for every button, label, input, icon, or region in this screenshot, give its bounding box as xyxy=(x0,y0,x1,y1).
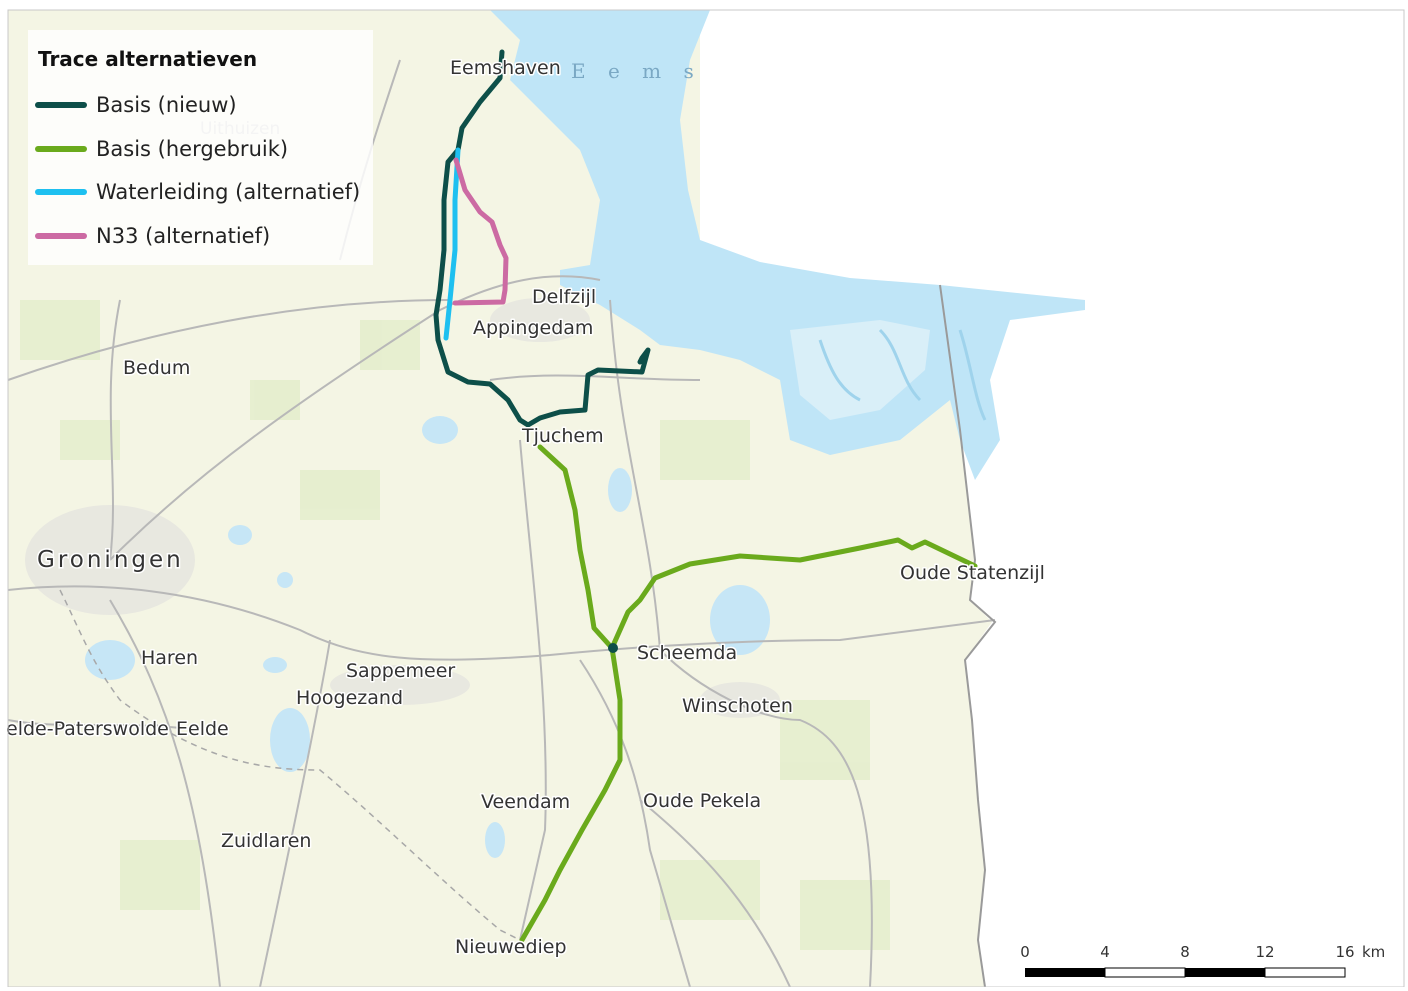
scale-bar: 0 4 8 12 16 km xyxy=(1020,943,1385,978)
country-border xyxy=(939,284,997,988)
route-n33 xyxy=(452,157,509,306)
scale-tick-12: 12 xyxy=(1255,943,1274,961)
place-label-uithuizen: Uithuizen xyxy=(200,119,280,139)
place-label-winschoten: Winschoten xyxy=(682,695,793,717)
agricultural-fields xyxy=(20,300,890,950)
place-label-oude-pekela: Oude Pekela xyxy=(643,790,761,812)
route-waterleiding xyxy=(443,147,461,341)
place-label-veendam: Veendam xyxy=(481,791,570,813)
place-label-tjuchem: Tjuchem xyxy=(521,425,604,447)
road-network xyxy=(7,59,996,988)
scale-tick-16: 16 xyxy=(1335,943,1354,961)
scale-tick-4: 4 xyxy=(1100,943,1110,961)
legend-label-basis-nieuw: Basis (nieuw) xyxy=(96,93,237,117)
scale-segment-4 xyxy=(1264,967,1346,978)
place-label-oude-statenzijl: Oude Statenzijl xyxy=(900,562,1045,584)
place-label-sappemeer: Sappemeer xyxy=(346,660,455,682)
tidal-channel xyxy=(818,328,987,421)
scale-segment-2 xyxy=(1104,967,1186,978)
place-label-scheemda: Scheemda xyxy=(637,642,737,664)
water-label-eems: E e m s xyxy=(571,59,702,83)
legend: Trace alternatieven Basis (nieuw) Basis … xyxy=(28,30,373,265)
legend-label-n33: N33 (alternatief) xyxy=(96,224,270,248)
route-basis-hergebruik xyxy=(519,444,623,943)
provincial-border xyxy=(59,589,521,941)
outside-area xyxy=(700,10,1404,987)
legend-label-waterleiding: Waterleiding (alternatief) xyxy=(96,180,360,204)
legend-title: Trace alternatieven xyxy=(38,47,257,71)
legend-label-basis-hergebruik: Basis (hergebruik) xyxy=(96,137,288,161)
scale-unit: km xyxy=(1362,943,1385,961)
scale-tick-8: 8 xyxy=(1180,943,1190,961)
route-lines xyxy=(433,49,978,943)
place-label-groningen: Groningen xyxy=(37,547,184,573)
scale-segment-1 xyxy=(1025,968,1105,977)
mudflats xyxy=(790,320,930,420)
junction-marker xyxy=(608,643,618,653)
place-labels: E e m s Eemshaven Uithuizen Delfzijl App… xyxy=(5,56,1047,960)
place-label-eelde: Eelde xyxy=(176,718,229,740)
lakes xyxy=(85,416,770,858)
route-basis-hergebruik-east xyxy=(609,537,978,651)
scale-tick-0: 0 xyxy=(1020,943,1030,961)
place-label-appingedam: Appingedam xyxy=(473,317,593,339)
place-label-hoogezand: Hoogezand xyxy=(296,687,403,709)
scale-segment-3 xyxy=(1185,968,1265,977)
place-label-eelde-paterswolde: elde-Paterswolde xyxy=(6,718,169,740)
place-label-haren: Haren xyxy=(141,647,198,669)
place-label-eemshaven: Eemshaven xyxy=(450,57,561,79)
place-label-delfzijl: Delfzijl xyxy=(532,286,596,308)
place-label-zuidlaren: Zuidlaren xyxy=(221,830,311,852)
eems-estuary xyxy=(490,10,1085,480)
place-label-bedum: Bedum xyxy=(123,357,190,379)
place-label-nieuwediep: Nieuwediep xyxy=(455,936,567,958)
